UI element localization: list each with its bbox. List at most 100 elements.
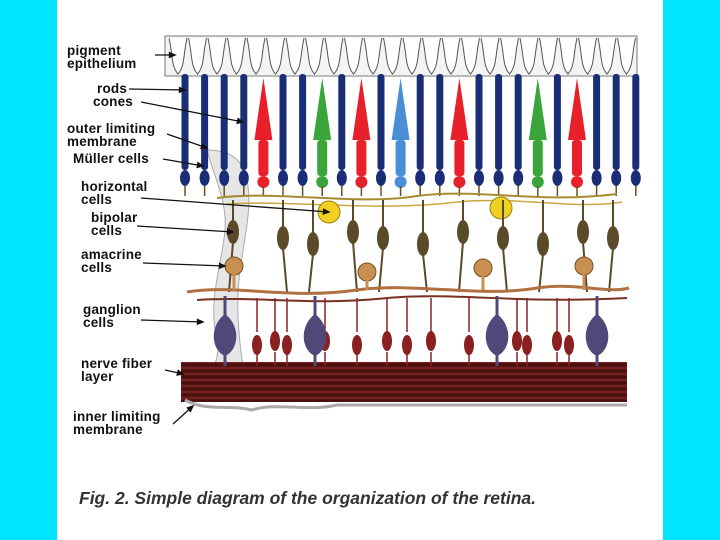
- retina-diagram: [128, 35, 641, 425]
- slide: pigment epithelium rods cones outer limi…: [57, 0, 663, 540]
- red-cone-body: [356, 140, 367, 176]
- rod: [279, 74, 287, 170]
- bipolar-cell: [537, 232, 549, 256]
- label-ganglion-cells: ganglion cells: [83, 302, 141, 330]
- rod: [377, 74, 385, 170]
- pigment-cell: [402, 37, 422, 75]
- red-cone-nucleus: [355, 176, 368, 188]
- pigment-cell: [363, 37, 383, 75]
- pigment-cell: [383, 37, 402, 75]
- large-ganglion-cell: [303, 314, 327, 356]
- small-ganglion-cell: [382, 331, 392, 351]
- pigment-cell: [188, 37, 207, 75]
- label-rods: rods: [97, 81, 128, 96]
- bipolar-axon: [352, 241, 358, 293]
- rod-nucleus: [376, 170, 386, 186]
- red-cone: [254, 78, 273, 140]
- red-cone: [450, 78, 469, 140]
- amacrine-cell: [224, 256, 244, 276]
- label-amacrine-cells: amacrine cells: [81, 247, 142, 275]
- pigment-cell: [617, 37, 636, 75]
- label-bipolar-cells: bipolar cells: [91, 210, 138, 238]
- amacrine-cell: [357, 262, 377, 282]
- large-ganglion-cell: [485, 314, 509, 356]
- red-cone: [352, 78, 371, 140]
- small-ganglion-cell: [464, 335, 474, 355]
- red-cone-body: [454, 140, 465, 176]
- horizontal-process: [226, 199, 623, 207]
- bipolar-axon: [378, 247, 384, 293]
- rod-nucleus: [493, 170, 504, 186]
- green-cone-nucleus: [531, 176, 544, 188]
- label-cones: cones: [93, 94, 134, 109]
- rod: [612, 74, 620, 170]
- pointer-arrowhead: [236, 117, 245, 125]
- pigment-cell: [539, 37, 558, 75]
- bipolar-axon: [458, 241, 464, 293]
- small-ganglion-cell: [552, 331, 562, 351]
- figure-caption: Fig. 2. Simple diagram of the organizati…: [79, 488, 536, 508]
- amacrine-cell: [574, 256, 594, 276]
- blue-cone-body: [395, 140, 406, 176]
- rod: [553, 74, 561, 170]
- bipolar-axon: [282, 247, 288, 293]
- label-nerve-fiber-layer: nerve fiber layer: [81, 356, 153, 384]
- bipolar-cell: [377, 226, 389, 250]
- green-cone: [313, 78, 332, 140]
- red-cone-nucleus: [257, 176, 270, 188]
- pigment-cell: [422, 37, 441, 75]
- pigment-cell: [324, 37, 344, 75]
- rod-nucleus: [180, 170, 190, 186]
- rod: [632, 74, 640, 170]
- rod-nucleus: [434, 170, 445, 186]
- rod-nucleus: [513, 170, 524, 186]
- red-cone-body: [572, 140, 582, 176]
- amacrine-process: [186, 284, 630, 295]
- rod-nucleus: [591, 170, 602, 186]
- pigment-cell: [578, 37, 597, 75]
- green-cone-body: [317, 140, 328, 176]
- rod-nucleus: [238, 170, 249, 186]
- pointer-arrowhead: [178, 86, 187, 94]
- horizontal-cell: [489, 196, 513, 220]
- red-cone-nucleus: [453, 176, 466, 188]
- rod-nucleus: [474, 170, 484, 186]
- inner-limiting-membrane: [184, 398, 627, 412]
- green-cone-body: [532, 140, 543, 176]
- pointer-arrowhead: [218, 262, 227, 270]
- small-ganglion-cell: [522, 335, 532, 355]
- rod: [338, 74, 346, 170]
- bipolar-cell: [417, 232, 429, 256]
- bipolar-axon: [502, 247, 508, 293]
- green-cone: [528, 78, 547, 140]
- pointer-line: [142, 262, 226, 267]
- pointer-line: [128, 88, 186, 91]
- rod-nucleus: [199, 170, 210, 186]
- rod: [436, 74, 444, 170]
- large-ganglion-cell: [585, 314, 609, 356]
- label-inner-limiting-membrane: inner limiting membrane: [73, 409, 161, 437]
- pointer-line: [140, 101, 244, 123]
- rod: [181, 74, 189, 170]
- small-ganglion-cell: [270, 331, 280, 351]
- red-cone: [568, 78, 586, 140]
- small-ganglion-cell: [352, 335, 362, 355]
- blue-cone: [391, 78, 410, 140]
- rod: [495, 74, 503, 170]
- pointer-line: [140, 319, 204, 323]
- rod: [593, 74, 601, 170]
- pointer-line: [136, 225, 234, 233]
- bipolar-cell: [607, 226, 619, 250]
- pigment-cell: [519, 37, 539, 75]
- rod: [201, 74, 209, 170]
- amacrine-process: [196, 295, 628, 303]
- bipolar-cell: [347, 220, 359, 244]
- pointer-line: [162, 158, 204, 167]
- small-ganglion-cell: [426, 331, 436, 351]
- pointer-line: [166, 133, 208, 149]
- rod: [416, 74, 424, 170]
- label-muller-cells: Müller cells: [73, 151, 149, 166]
- bipolar-cell: [497, 226, 509, 250]
- pointer-arrowhead: [322, 208, 331, 215]
- pointer-arrowhead: [176, 369, 185, 376]
